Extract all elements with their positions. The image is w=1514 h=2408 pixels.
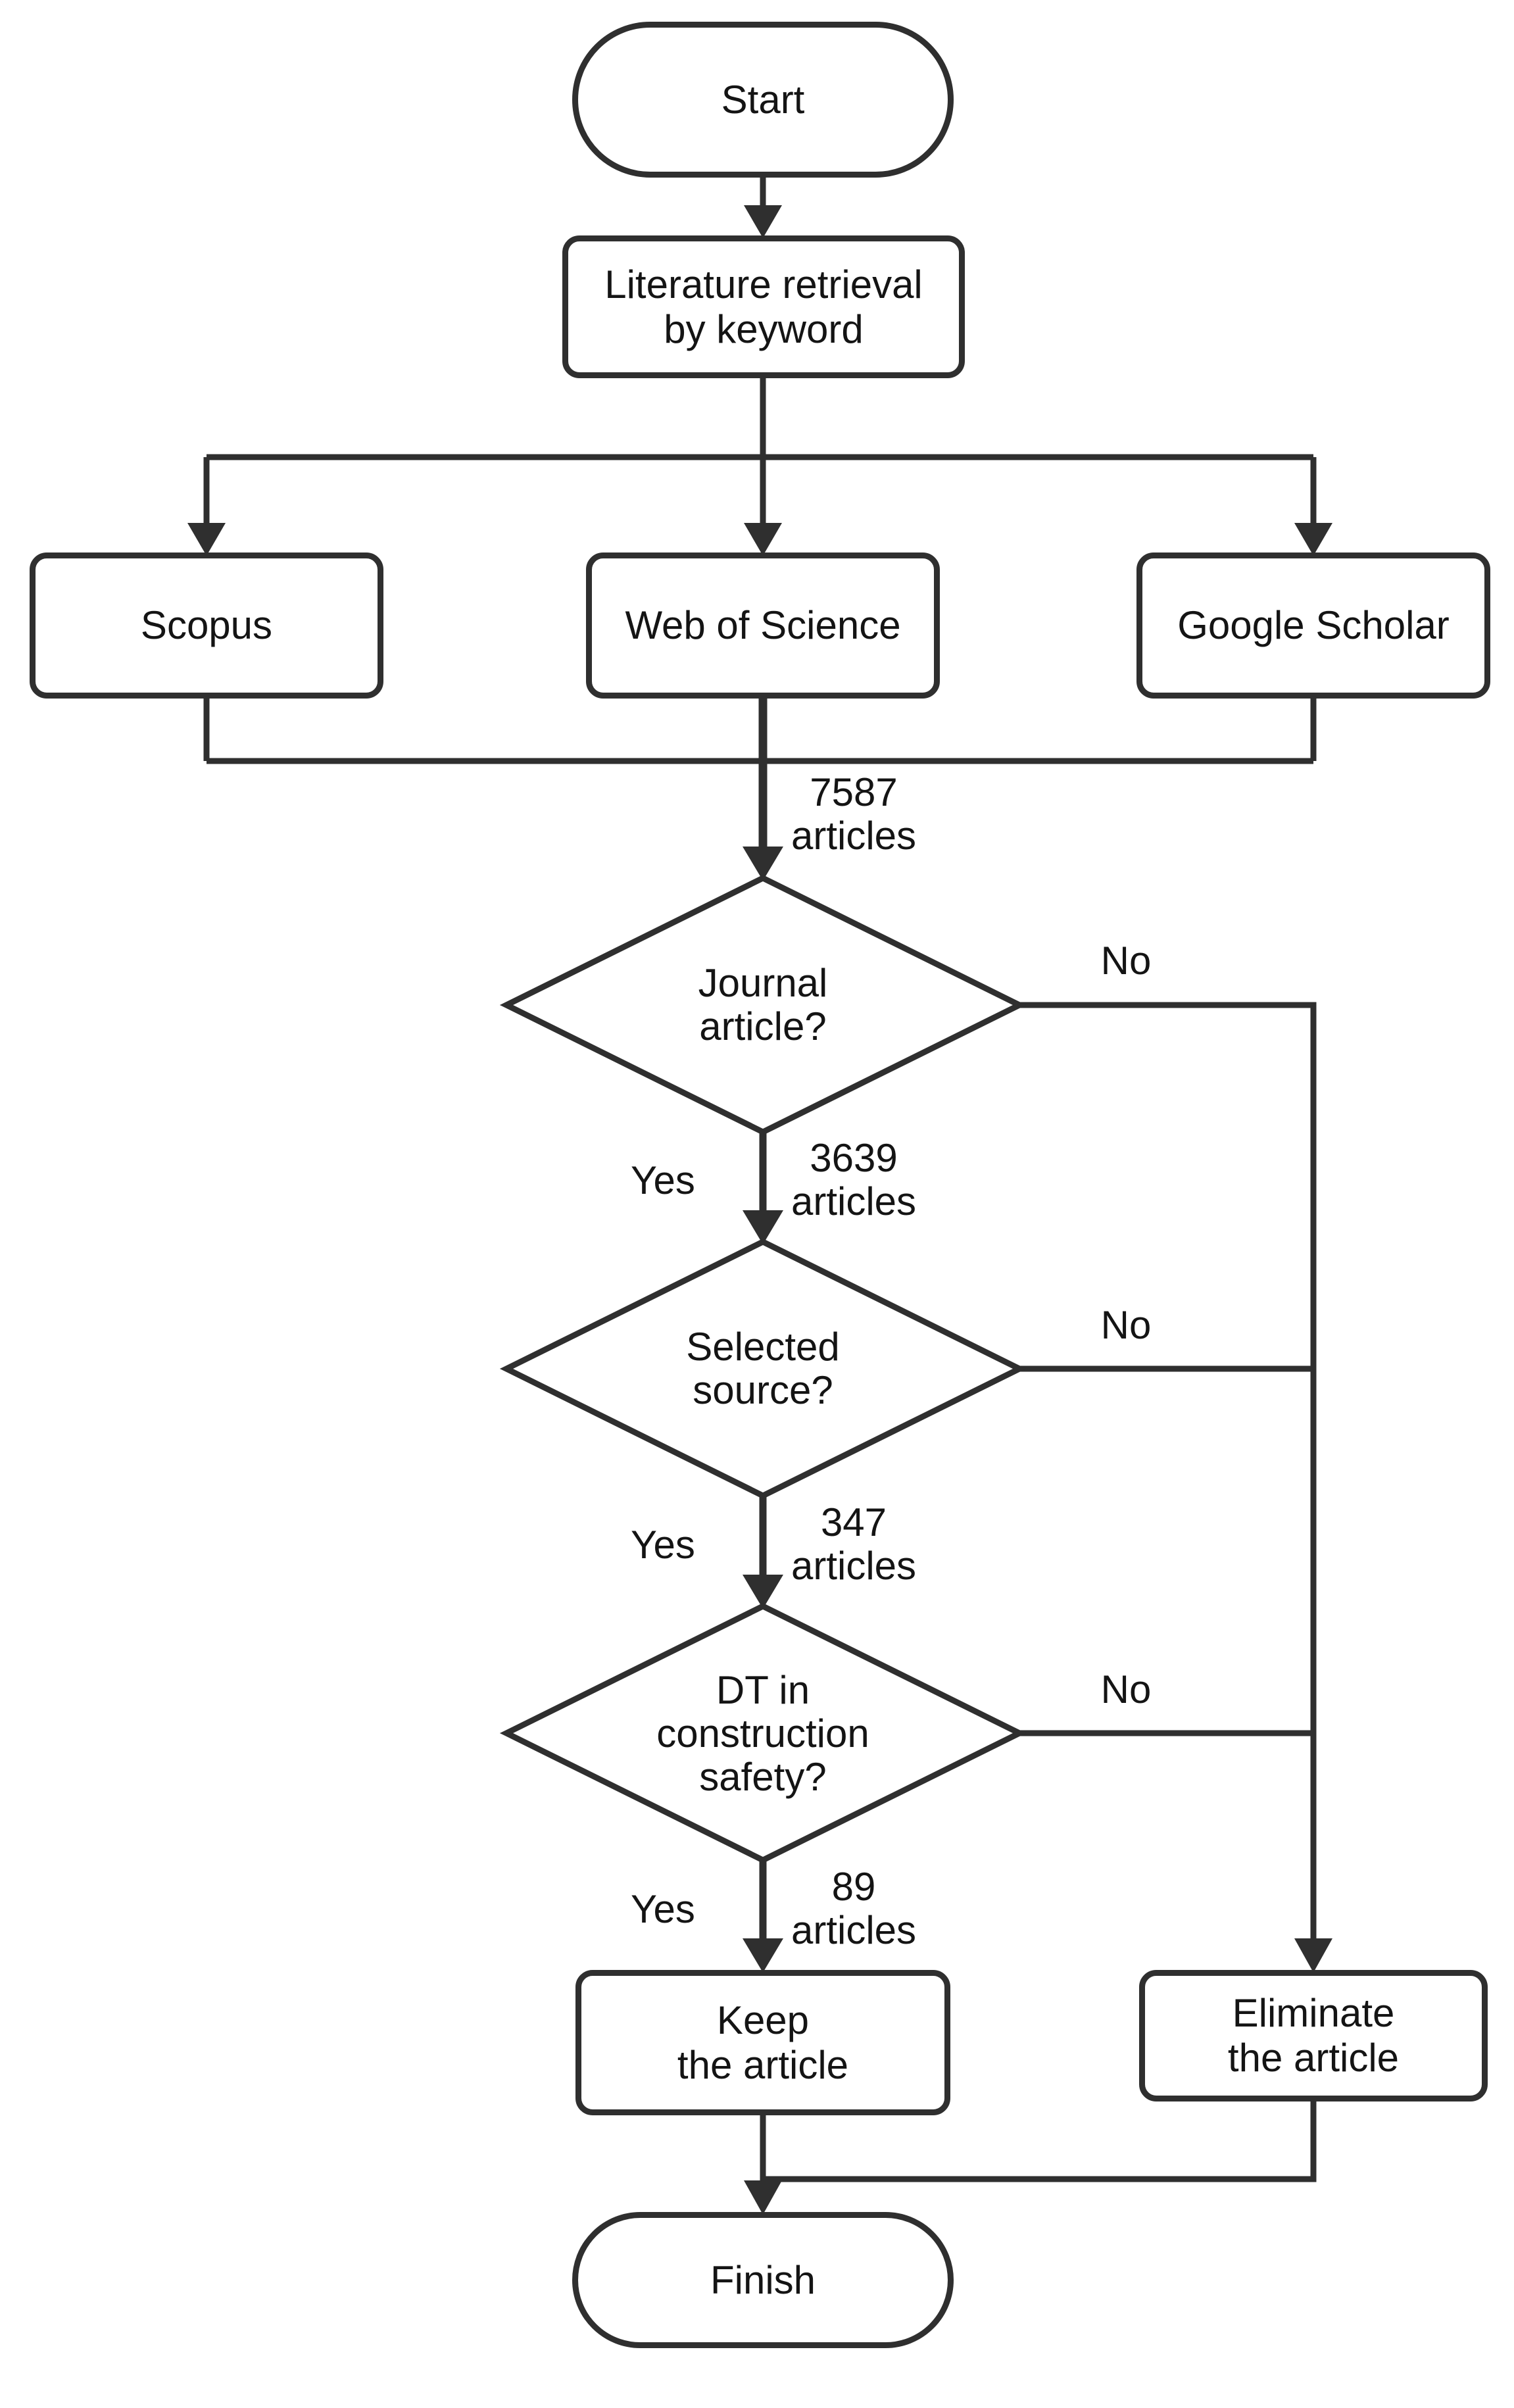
edge-label-yes-journal: Yes: [631, 1158, 695, 1202]
decision-journal-article-shape: [499, 874, 1027, 1136]
decision-dt-line1: DT in: [716, 1668, 810, 1712]
edge-label-347-articles: 347 articles: [775, 1501, 933, 1588]
edge-label-no-journal: No: [1100, 939, 1152, 983]
decision-dt-line2: construction: [656, 1711, 869, 1756]
arrowhead-into-keep: [743, 1938, 783, 1973]
arrowhead-into-eliminate: [1294, 1938, 1332, 1973]
decision-journal-article-label: Journal article?: [631, 962, 894, 1048]
arrowheads: [187, 205, 1332, 2215]
decision-selected-source-shape: [499, 1238, 1027, 1500]
node-web-of-science-label: Web of Science: [625, 603, 901, 647]
node-scopus: Scopus: [30, 553, 383, 699]
arrowhead-into-google: [1294, 523, 1332, 556]
node-start-label: Start: [721, 77, 805, 122]
node-literature-retrieval-line2: by keyword: [664, 307, 864, 351]
node-keep-article-line1: Keep: [716, 1998, 810, 2042]
edge-eliminate-to-finish-merge: [763, 2100, 1317, 2182]
edge-label-3639-line2: articles: [791, 1179, 917, 1223]
connectors: [203, 176, 1317, 2184]
decision-dt-construction-safety-label: DT in construction safety?: [631, 1669, 894, 1799]
node-eliminate-article: Eliminate the article: [1139, 1970, 1488, 2101]
node-literature-retrieval: Literature retrieval by keyword: [562, 235, 965, 378]
node-keep-article-line2: the article: [677, 2042, 849, 2087]
edge-label-no-dt: No: [1100, 1667, 1152, 1711]
edge-label-7587-line2: articles: [791, 814, 917, 858]
decision-shapes: [499, 874, 1027, 1864]
edge-label-89-articles: 89 articles: [775, 1865, 933, 1952]
edge-label-347-line1: 347: [820, 1500, 887, 1544]
decision-dt-line3: safety?: [699, 1755, 827, 1799]
arrowhead-into-finish: [744, 2180, 782, 2215]
arrowhead-into-scopus: [187, 523, 226, 556]
decision-selected-source-label: Selected source?: [631, 1325, 894, 1412]
edge-journal-no-to-eliminate: [1017, 1002, 1317, 1942]
edge-label-89-line2: articles: [791, 1908, 917, 1952]
edge-label-3639-articles: 3639 articles: [775, 1137, 933, 1223]
node-google-scholar-label: Google Scholar: [1177, 603, 1450, 647]
node-eliminate-article-line1: Eliminate: [1232, 1991, 1395, 2035]
node-web-of-science: Web of Science: [586, 553, 940, 699]
decision-selected-source-line1: Selected: [686, 1325, 840, 1369]
decision-journal-article-line1: Journal: [698, 961, 828, 1005]
decision-journal-article-line2: article?: [699, 1004, 827, 1048]
node-scopus-label: Scopus: [140, 603, 273, 647]
arrowhead-into-wos: [744, 523, 782, 556]
edge-label-347-line2: articles: [791, 1544, 917, 1588]
arrowhead-into-journal-decision: [743, 847, 783, 881]
edge-label-7587-articles: 7587 articles: [775, 771, 933, 858]
arrowhead-into-literature: [744, 205, 782, 238]
node-finish: Finish: [572, 2212, 954, 2348]
decision-dt-construction-safety-shape: [499, 1602, 1027, 1864]
arrowhead-into-selected-decision: [743, 1210, 783, 1244]
edge-label-3639-line1: 3639: [810, 1136, 898, 1180]
node-literature-retrieval-line1: Literature retrieval: [604, 262, 923, 307]
node-finish-label: Finish: [710, 2257, 816, 2302]
edge-label-yes-dt: Yes: [631, 1887, 695, 1931]
node-start: Start: [572, 22, 954, 178]
node-keep-article: Keep the article: [575, 1970, 950, 2115]
decision-selected-source-line2: source?: [693, 1368, 833, 1412]
node-google-scholar: Google Scholar: [1136, 553, 1490, 699]
edge-label-89-line1: 89: [831, 1865, 876, 1909]
edge-label-7587-line1: 7587: [810, 770, 898, 814]
edge-label-no-selected: No: [1100, 1303, 1152, 1347]
edge-label-yes-selected: Yes: [631, 1523, 695, 1567]
node-eliminate-article-line2: the article: [1227, 2036, 1400, 2080]
arrowhead-into-dt-decision: [743, 1575, 783, 1609]
